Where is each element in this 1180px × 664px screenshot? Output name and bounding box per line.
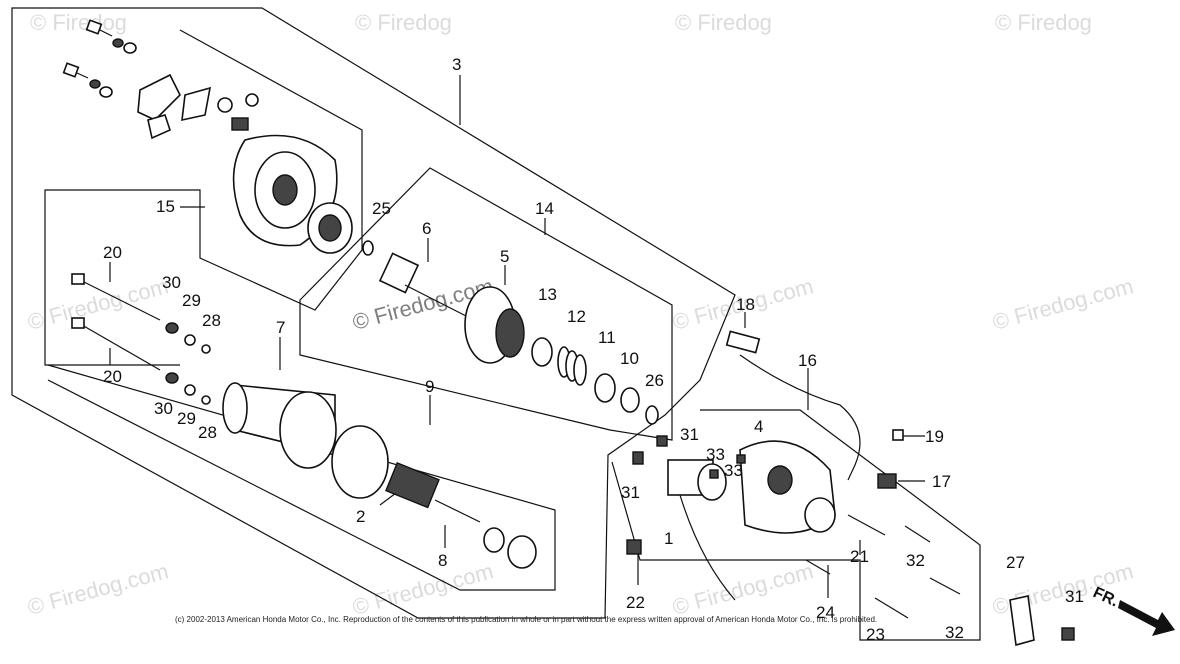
- collar-13: [531, 337, 553, 367]
- cable-16: [739, 354, 861, 481]
- nut-31-left: [632, 451, 644, 465]
- bolt-19: [892, 429, 904, 441]
- watermark: © Firedog: [995, 10, 1092, 35]
- callout-33: 33: [706, 445, 725, 464]
- outline-assembly-15: [44, 29, 363, 366]
- cover-17: [877, 473, 897, 489]
- callout-29: 29: [177, 409, 196, 428]
- callout-27: 27: [1006, 553, 1025, 572]
- front-arrow-icon: [1118, 600, 1175, 636]
- brush-holder: [137, 73, 259, 140]
- starter-clutch: [464, 286, 525, 364]
- callout-25: 25: [372, 199, 391, 218]
- callout-8: 8: [438, 551, 447, 570]
- watermark: © Firedog: [675, 10, 772, 35]
- callout-28: 28: [202, 311, 221, 330]
- washer-armature: [483, 527, 505, 553]
- callout-30: 30: [162, 273, 181, 292]
- spring-12: [557, 346, 587, 386]
- callout-26: 26: [645, 371, 664, 390]
- nut-33b: [709, 469, 719, 479]
- callout-31: 31: [621, 483, 640, 502]
- watermark: © Firedog.com: [25, 558, 171, 620]
- callout-20: 20: [103, 367, 122, 386]
- callout-20: 20: [103, 243, 122, 262]
- callout-labels: 3 15 25 14 6 5 20 30 29 28 13 12 11 10 2…: [103, 55, 1084, 644]
- through-bolts: [71, 273, 211, 405]
- bolt-31-right: [1061, 627, 1075, 641]
- watermark: © Firedog.com: [670, 558, 816, 620]
- starter-solenoid: [667, 459, 736, 601]
- callout-7: 7: [276, 318, 285, 337]
- parts: [62, 19, 1175, 647]
- o-ring-2: [331, 425, 389, 499]
- watermark: © Firedog: [355, 10, 452, 35]
- circlip-26: [645, 405, 659, 425]
- callout-30: 30: [154, 399, 173, 418]
- callout-17: 17: [932, 472, 951, 491]
- bearing-armature: [507, 535, 537, 569]
- bracket-27: [1009, 595, 1035, 647]
- outline-assembly-3: [11, 7, 736, 619]
- callout-11: 11: [598, 328, 616, 347]
- assembly-outlines: [11, 7, 981, 641]
- callout-6: 6: [422, 219, 431, 238]
- pinion-shaft: [378, 252, 471, 319]
- callout-5: 5: [500, 247, 509, 266]
- callout-22: 22: [626, 593, 645, 612]
- callout-24: 24: [816, 603, 835, 622]
- callout-9: 9: [425, 377, 434, 396]
- callout-18: 18: [736, 295, 755, 314]
- callout-10: 10: [620, 349, 639, 368]
- callout-32: 32: [906, 551, 925, 570]
- bolt-washer-set-top: [62, 19, 137, 98]
- callout-31: 31: [680, 425, 699, 444]
- callout-29: 29: [182, 291, 201, 310]
- front-direction-label: FR.: [1090, 584, 1121, 610]
- callout-14: 14: [535, 199, 554, 218]
- collar-11: [594, 373, 616, 403]
- callout-31: 31: [1065, 587, 1084, 606]
- leader-lines: [109, 75, 925, 598]
- callout-1: 1: [664, 529, 673, 548]
- callout-19: 19: [925, 427, 944, 446]
- bolt-32-lower: [929, 577, 961, 595]
- callout-21: 21: [850, 547, 869, 566]
- bolt-24: [805, 559, 831, 575]
- outline-assembly-4: [611, 409, 981, 641]
- terminal-18: [725, 330, 761, 354]
- watermark: © Firedog.com: [350, 558, 496, 620]
- callout-16: 16: [798, 351, 817, 370]
- nut-22: [626, 539, 642, 555]
- outline-assembly-14: [299, 167, 673, 441]
- nut-31-upper: [656, 435, 668, 447]
- rear-cover: [232, 134, 353, 254]
- armature: [385, 461, 481, 523]
- callout-2: 2: [356, 507, 365, 526]
- watermark: © Firedog.com: [990, 273, 1136, 335]
- watermark: © Firedog: [30, 10, 127, 35]
- callout-33: 33: [724, 461, 743, 480]
- callout-3: 3: [452, 55, 461, 74]
- o-ring-25: [362, 240, 374, 256]
- watermark: © Firedog.com: [25, 273, 171, 335]
- nut-33a: [736, 454, 746, 464]
- callout-15: 15: [156, 197, 175, 216]
- bolt-23: [874, 597, 909, 619]
- washer-10: [620, 387, 640, 413]
- copyright-notice: (c) 2002-2013 American Honda Motor Co., …: [175, 615, 877, 624]
- bolt-32-upper: [904, 525, 931, 543]
- front-cover: [739, 440, 836, 534]
- callout-32: 32: [945, 623, 964, 642]
- callout-28: 28: [198, 423, 217, 442]
- bolt-21: [847, 514, 886, 536]
- callout-13: 13: [538, 285, 557, 304]
- callout-23: 23: [866, 625, 885, 644]
- yoke: [222, 382, 337, 469]
- callout-4: 4: [754, 417, 763, 436]
- callout-12: 12: [567, 307, 586, 326]
